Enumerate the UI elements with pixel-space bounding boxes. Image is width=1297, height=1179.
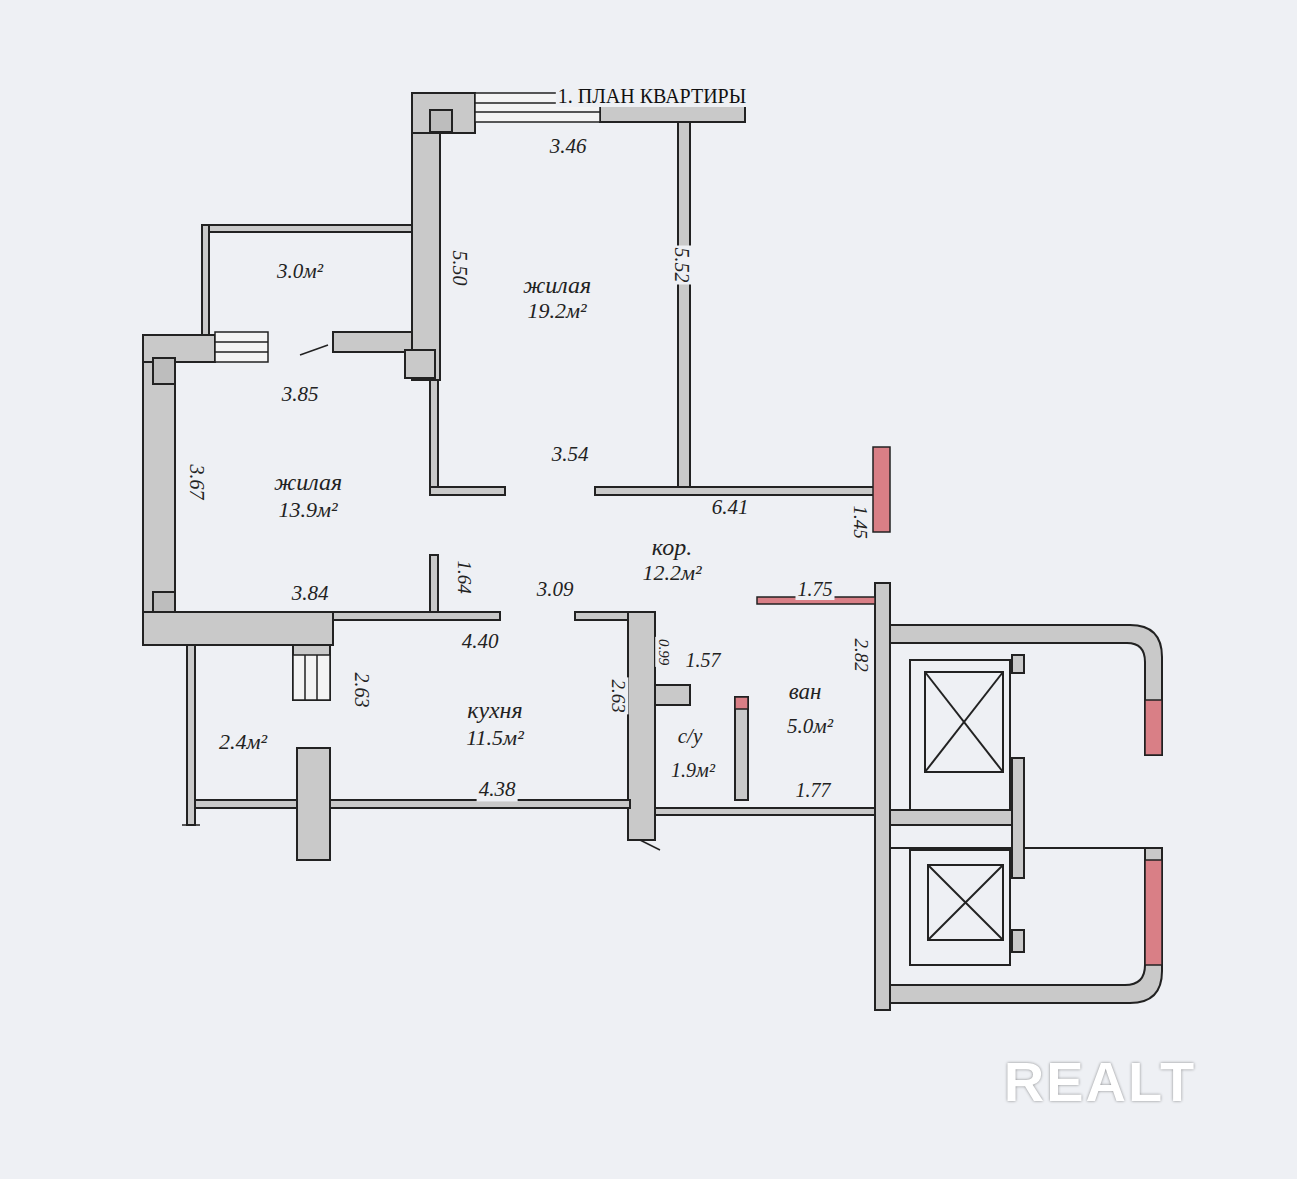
dimension-label: кор. [650, 534, 694, 560]
dimension-label: 12.2м² [640, 561, 703, 585]
dimension-label: жилая [272, 469, 344, 495]
dimension-label: с/у [676, 725, 704, 748]
dimension-label: ван [787, 679, 824, 704]
watermark: REALT [1002, 1051, 1199, 1113]
dimension-label: 3.09 [535, 578, 576, 601]
dimension-label: 0.99 [656, 637, 673, 667]
dimension-label: 1.57 [684, 649, 723, 671]
dimension-label: 3.85 [280, 383, 321, 406]
dimension-label: 5.52 [671, 246, 693, 285]
dimension-label: 1.45 [850, 503, 871, 540]
dimension-label: 19.2м² [525, 299, 588, 323]
dimension-label: 4.38 [477, 778, 518, 801]
dimension-label: жилая [521, 272, 593, 298]
dimension-label: 2.82 [851, 636, 872, 673]
dimension-label: 5.0м² [785, 715, 835, 738]
dimension-label: 3.84 [290, 582, 331, 605]
dimension-label: 3.54 [550, 443, 591, 466]
dimension-label: кухня [465, 697, 524, 723]
dimension-label: 3.67 [186, 463, 208, 502]
dimension-label: 1.9м² [669, 759, 717, 781]
dimension-label: 13.9м² [276, 498, 339, 522]
dimension-label: 2.63 [608, 677, 629, 714]
dimension-label: 1.75 [796, 578, 835, 600]
dimension-label: 4.40 [460, 630, 501, 653]
dimension-label: 6.41 [710, 496, 751, 519]
dimension-label: 2.4м² [217, 730, 269, 754]
dimension-label: 2.63 [351, 671, 373, 710]
plan-title: 1. ПЛАН КВАРТИРЫ [556, 85, 748, 107]
dimension-label: 5.50 [449, 249, 471, 288]
dimension-label: 1.77 [794, 779, 833, 801]
dimension-label: 3.46 [548, 135, 589, 158]
dimension-label: 3.0м² [275, 260, 325, 283]
dimension-label: 1.64 [454, 558, 475, 595]
dimension-label: 11.5м² [464, 726, 526, 750]
